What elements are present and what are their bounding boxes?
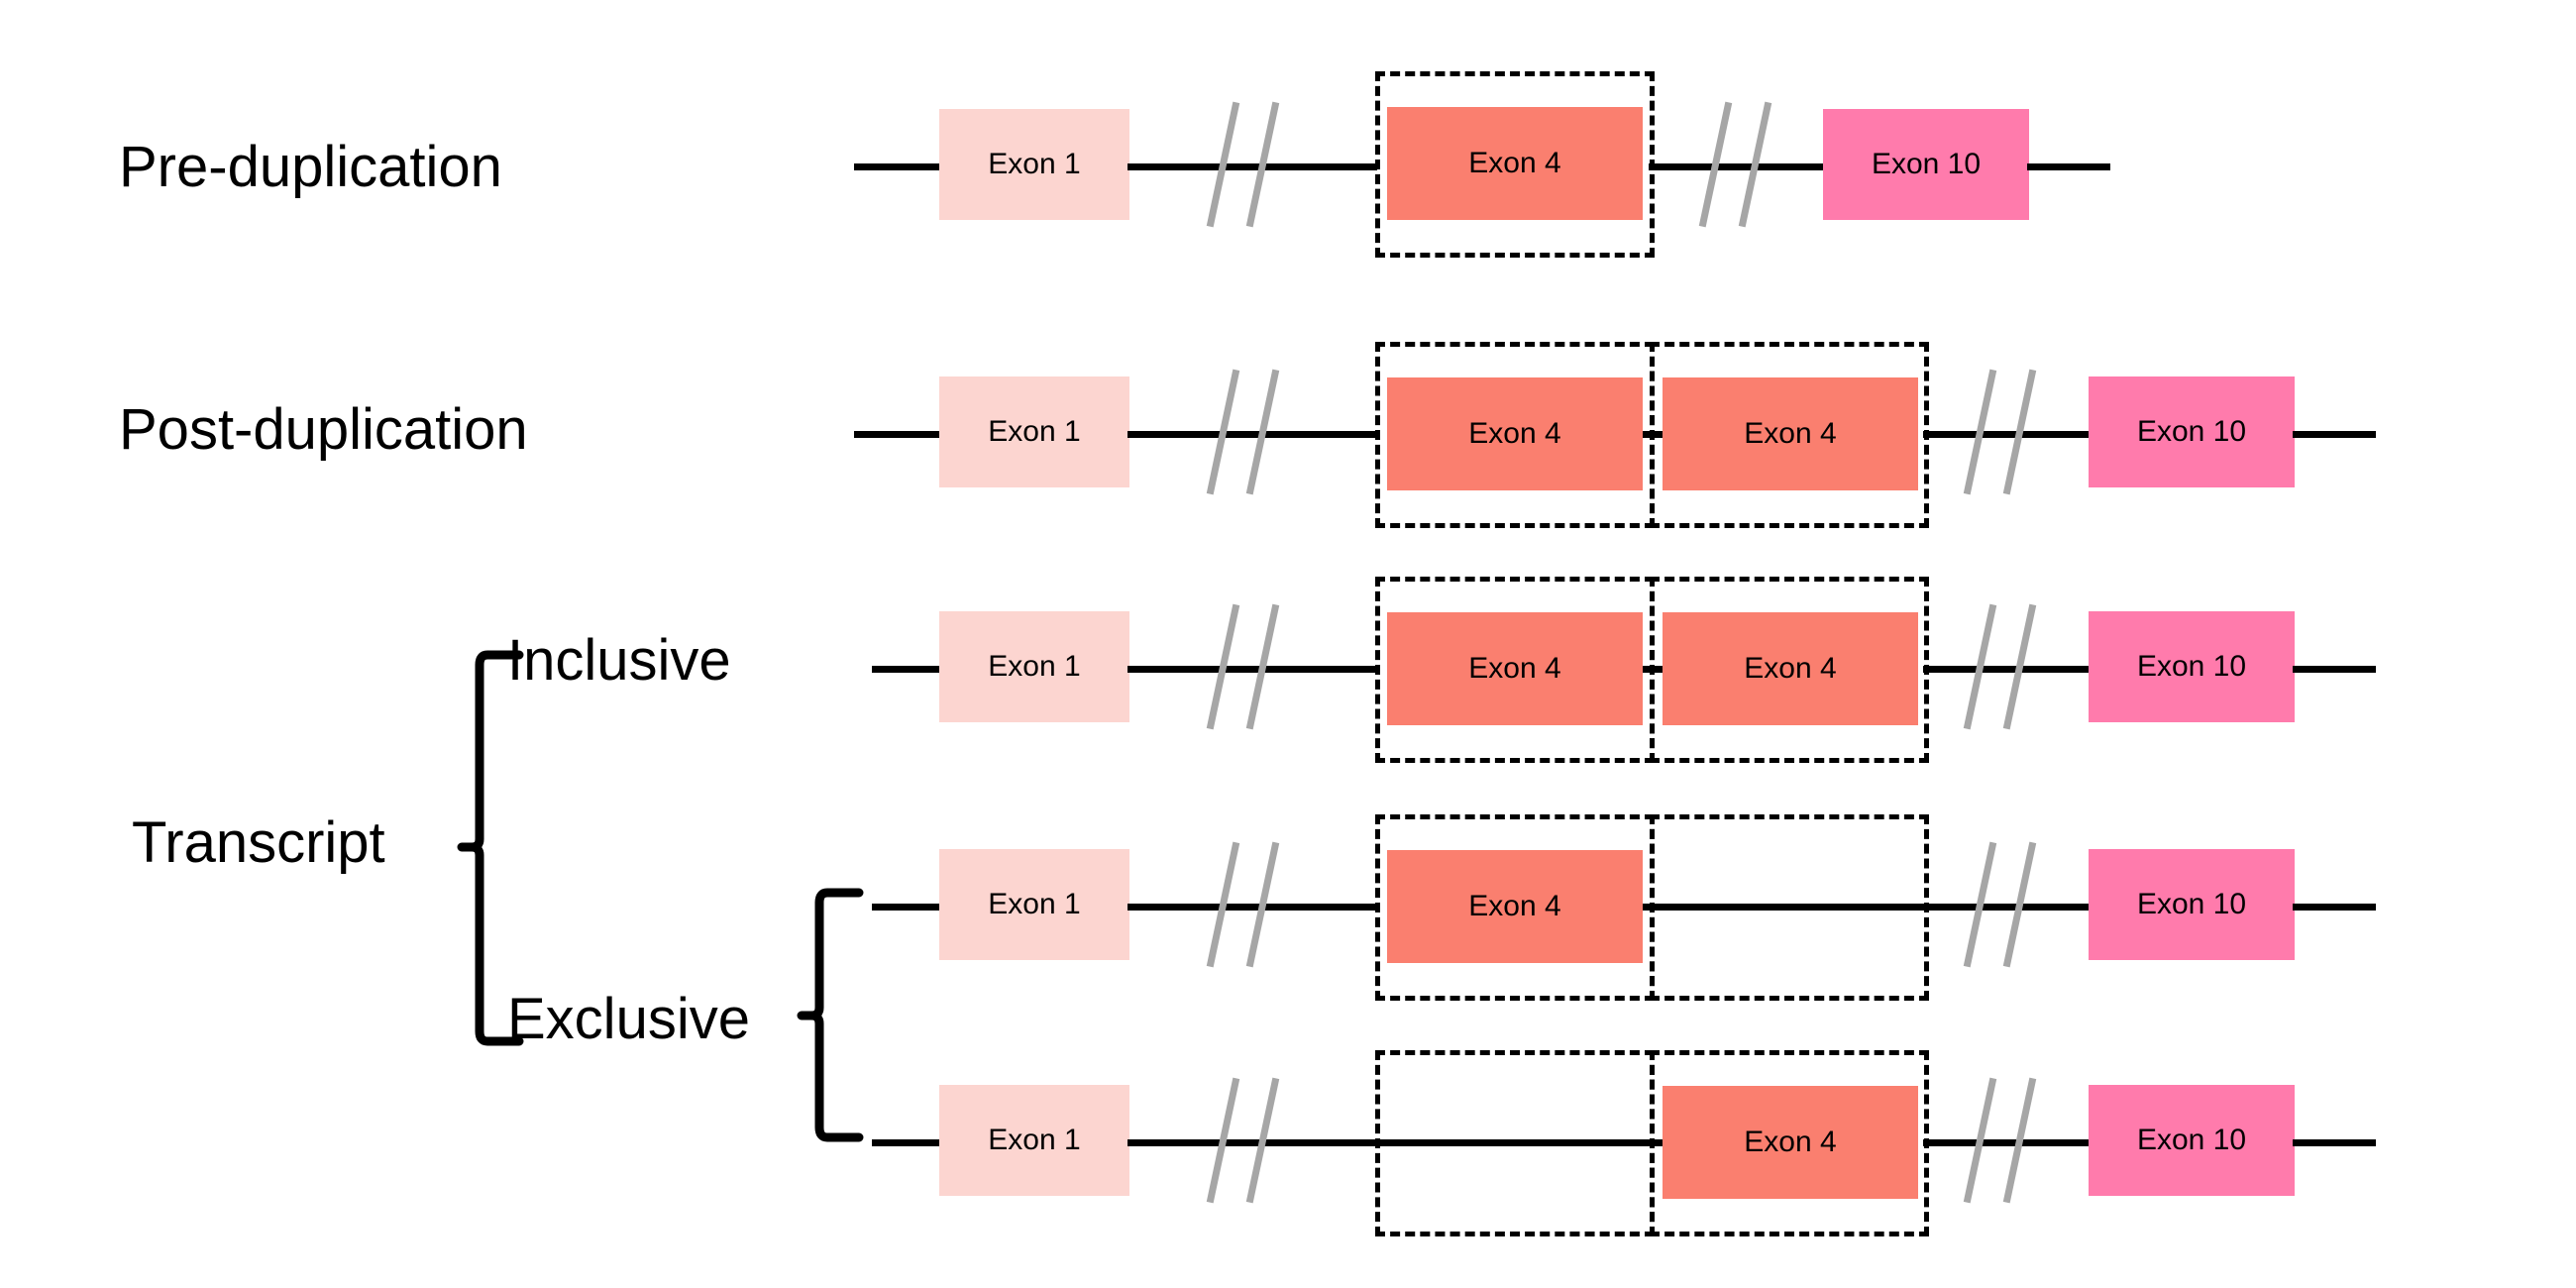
exon-box-exon1[interactable]: Exon 1 bbox=[939, 849, 1129, 960]
intron-line bbox=[1643, 904, 2094, 911]
exon-box-exon10[interactable]: Exon 10 bbox=[2089, 376, 2295, 487]
exon-label: Exon 4 bbox=[1744, 652, 1837, 685]
exon-box-exon10[interactable]: Exon 10 bbox=[2089, 611, 2295, 722]
exon-label: Exon 1 bbox=[988, 1124, 1081, 1156]
exon-box-exon4[interactable]: Exon 4 bbox=[1663, 612, 1918, 725]
exon-box-exon10[interactable]: Exon 10 bbox=[2089, 1085, 2295, 1196]
exon-label: Exon 1 bbox=[988, 148, 1081, 180]
exon-label: Exon 10 bbox=[2136, 1124, 2247, 1156]
exon-box-exon4[interactable]: Exon 4 bbox=[1387, 377, 1643, 490]
exon-label: Exon 4 bbox=[1468, 890, 1561, 922]
exon-label: Exon 1 bbox=[988, 415, 1081, 448]
exon-box-exon1[interactable]: Exon 1 bbox=[939, 1085, 1129, 1196]
exon-label: Exon 4 bbox=[1468, 147, 1561, 179]
exon-box-exon10[interactable]: Exon 10 bbox=[1823, 109, 2029, 220]
exclusive-bracket bbox=[797, 887, 867, 1149]
intron-line bbox=[1127, 666, 1377, 673]
intron-line bbox=[872, 1139, 943, 1146]
exon-box-exon4[interactable]: Exon 4 bbox=[1387, 612, 1643, 725]
branch-label-exclusive: Exclusive bbox=[507, 987, 750, 1051]
row-label-post-duplication: Post-duplication bbox=[119, 397, 528, 462]
intron-line bbox=[1923, 1139, 2092, 1146]
exon-label: Exon 4 bbox=[1744, 1126, 1837, 1158]
intron-line bbox=[1649, 163, 1827, 170]
intron-line bbox=[2027, 163, 2110, 170]
exon-label: Exon 4 bbox=[1468, 652, 1561, 685]
intron-line bbox=[1127, 904, 1377, 911]
intron-line bbox=[854, 431, 941, 438]
intron-line bbox=[872, 666, 943, 673]
exon-box-exon10[interactable]: Exon 10 bbox=[2089, 849, 2295, 960]
intron-line bbox=[1127, 163, 1377, 170]
exon-label: Exon 10 bbox=[2136, 650, 2247, 683]
intron-line bbox=[1367, 1139, 1664, 1146]
intron-line bbox=[1923, 666, 2092, 673]
exon-label: Exon 10 bbox=[2136, 415, 2247, 448]
intron-line bbox=[2293, 1139, 2376, 1146]
intron-line bbox=[1923, 431, 2092, 438]
exon-label: Exon 4 bbox=[1468, 417, 1561, 450]
exon-box-exon4[interactable]: Exon 4 bbox=[1387, 850, 1643, 963]
exon-label: Exon 10 bbox=[1871, 148, 1982, 180]
branch-label-inclusive: Inclusive bbox=[507, 628, 731, 693]
exon-label: Exon 4 bbox=[1744, 417, 1837, 450]
intron-line bbox=[1127, 431, 1377, 438]
exon-box-exon1[interactable]: Exon 1 bbox=[939, 376, 1129, 487]
intron-line bbox=[1127, 1139, 1377, 1146]
exon-label: Exon 1 bbox=[988, 888, 1081, 920]
exon-box-exon1[interactable]: Exon 1 bbox=[939, 109, 1129, 220]
transcript-bracket bbox=[457, 649, 527, 1055]
branch-label-transcript: Transcript bbox=[132, 810, 385, 875]
intron-line bbox=[2293, 904, 2376, 911]
exon-box-exon4[interactable]: Exon 4 bbox=[1663, 377, 1918, 490]
exon-label: Exon 10 bbox=[2136, 888, 2247, 920]
intron-line bbox=[854, 163, 941, 170]
intron-line bbox=[872, 904, 943, 911]
exon-box-exon1[interactable]: Exon 1 bbox=[939, 611, 1129, 722]
exon-label: Exon 1 bbox=[988, 650, 1081, 683]
exon-box-exon4[interactable]: Exon 4 bbox=[1663, 1086, 1918, 1199]
intron-line bbox=[2293, 431, 2376, 438]
row-label-pre-duplication: Pre-duplication bbox=[119, 135, 502, 199]
intron-line bbox=[2293, 666, 2376, 673]
exon-box-exon4[interactable]: Exon 4 bbox=[1387, 107, 1643, 220]
